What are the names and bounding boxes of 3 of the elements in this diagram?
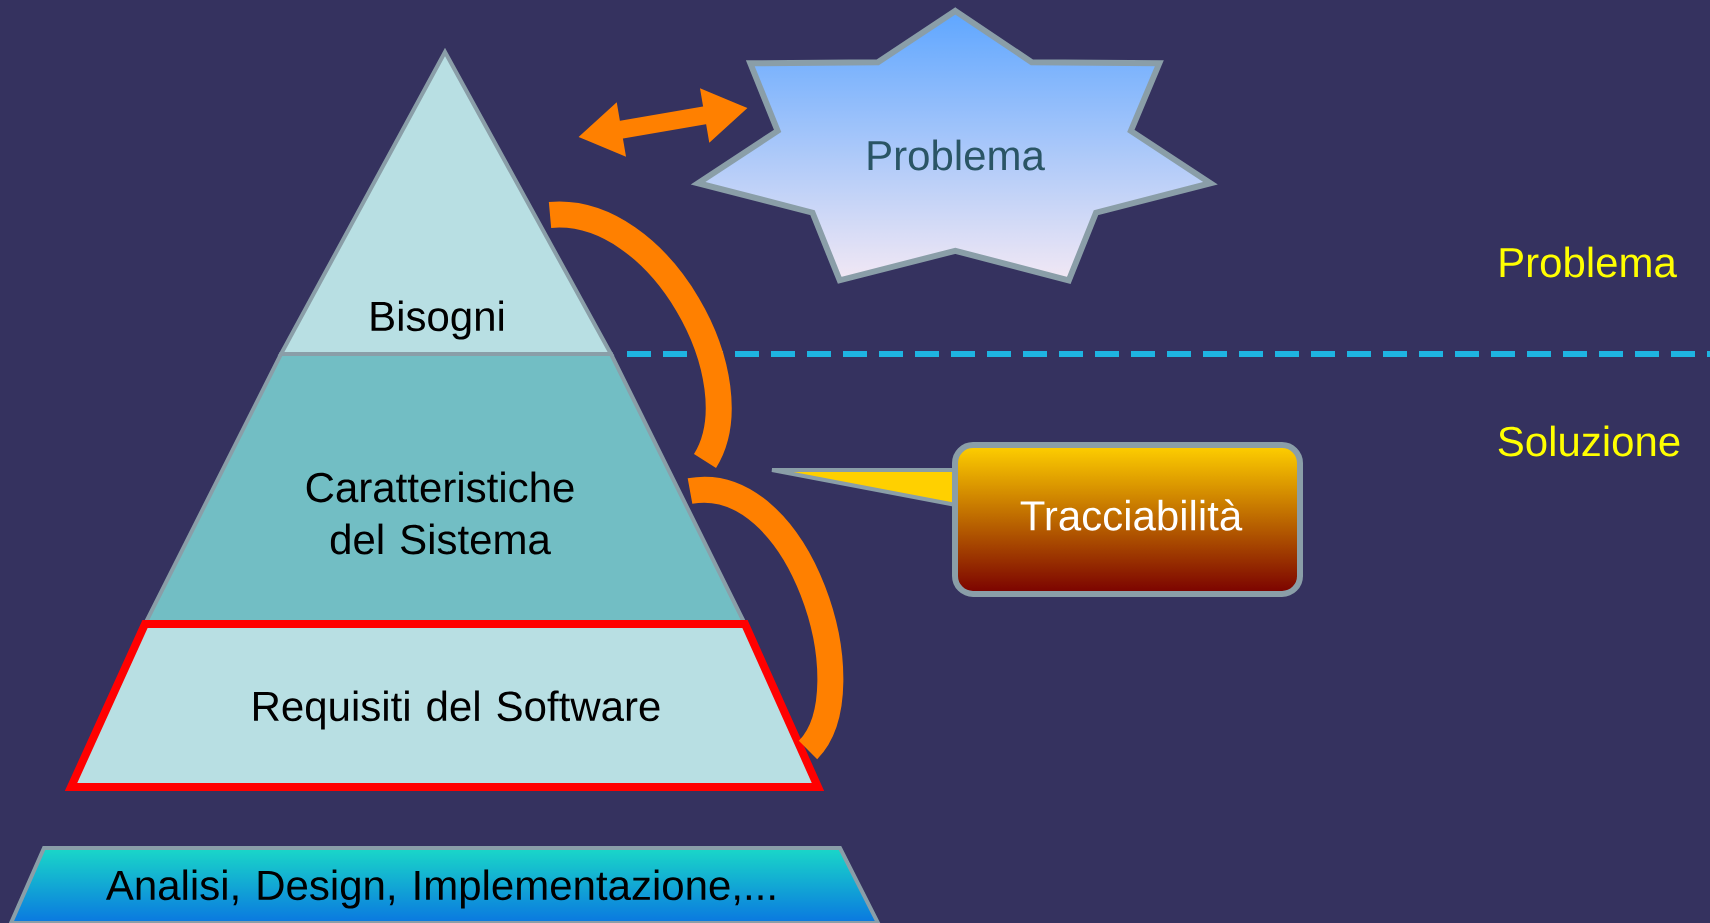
side-label: Soluzione — [1498, 425, 1680, 457]
side-label: Problema — [1500, 246, 1677, 278]
callout-box: Tracciabilità — [770, 442, 1303, 597]
